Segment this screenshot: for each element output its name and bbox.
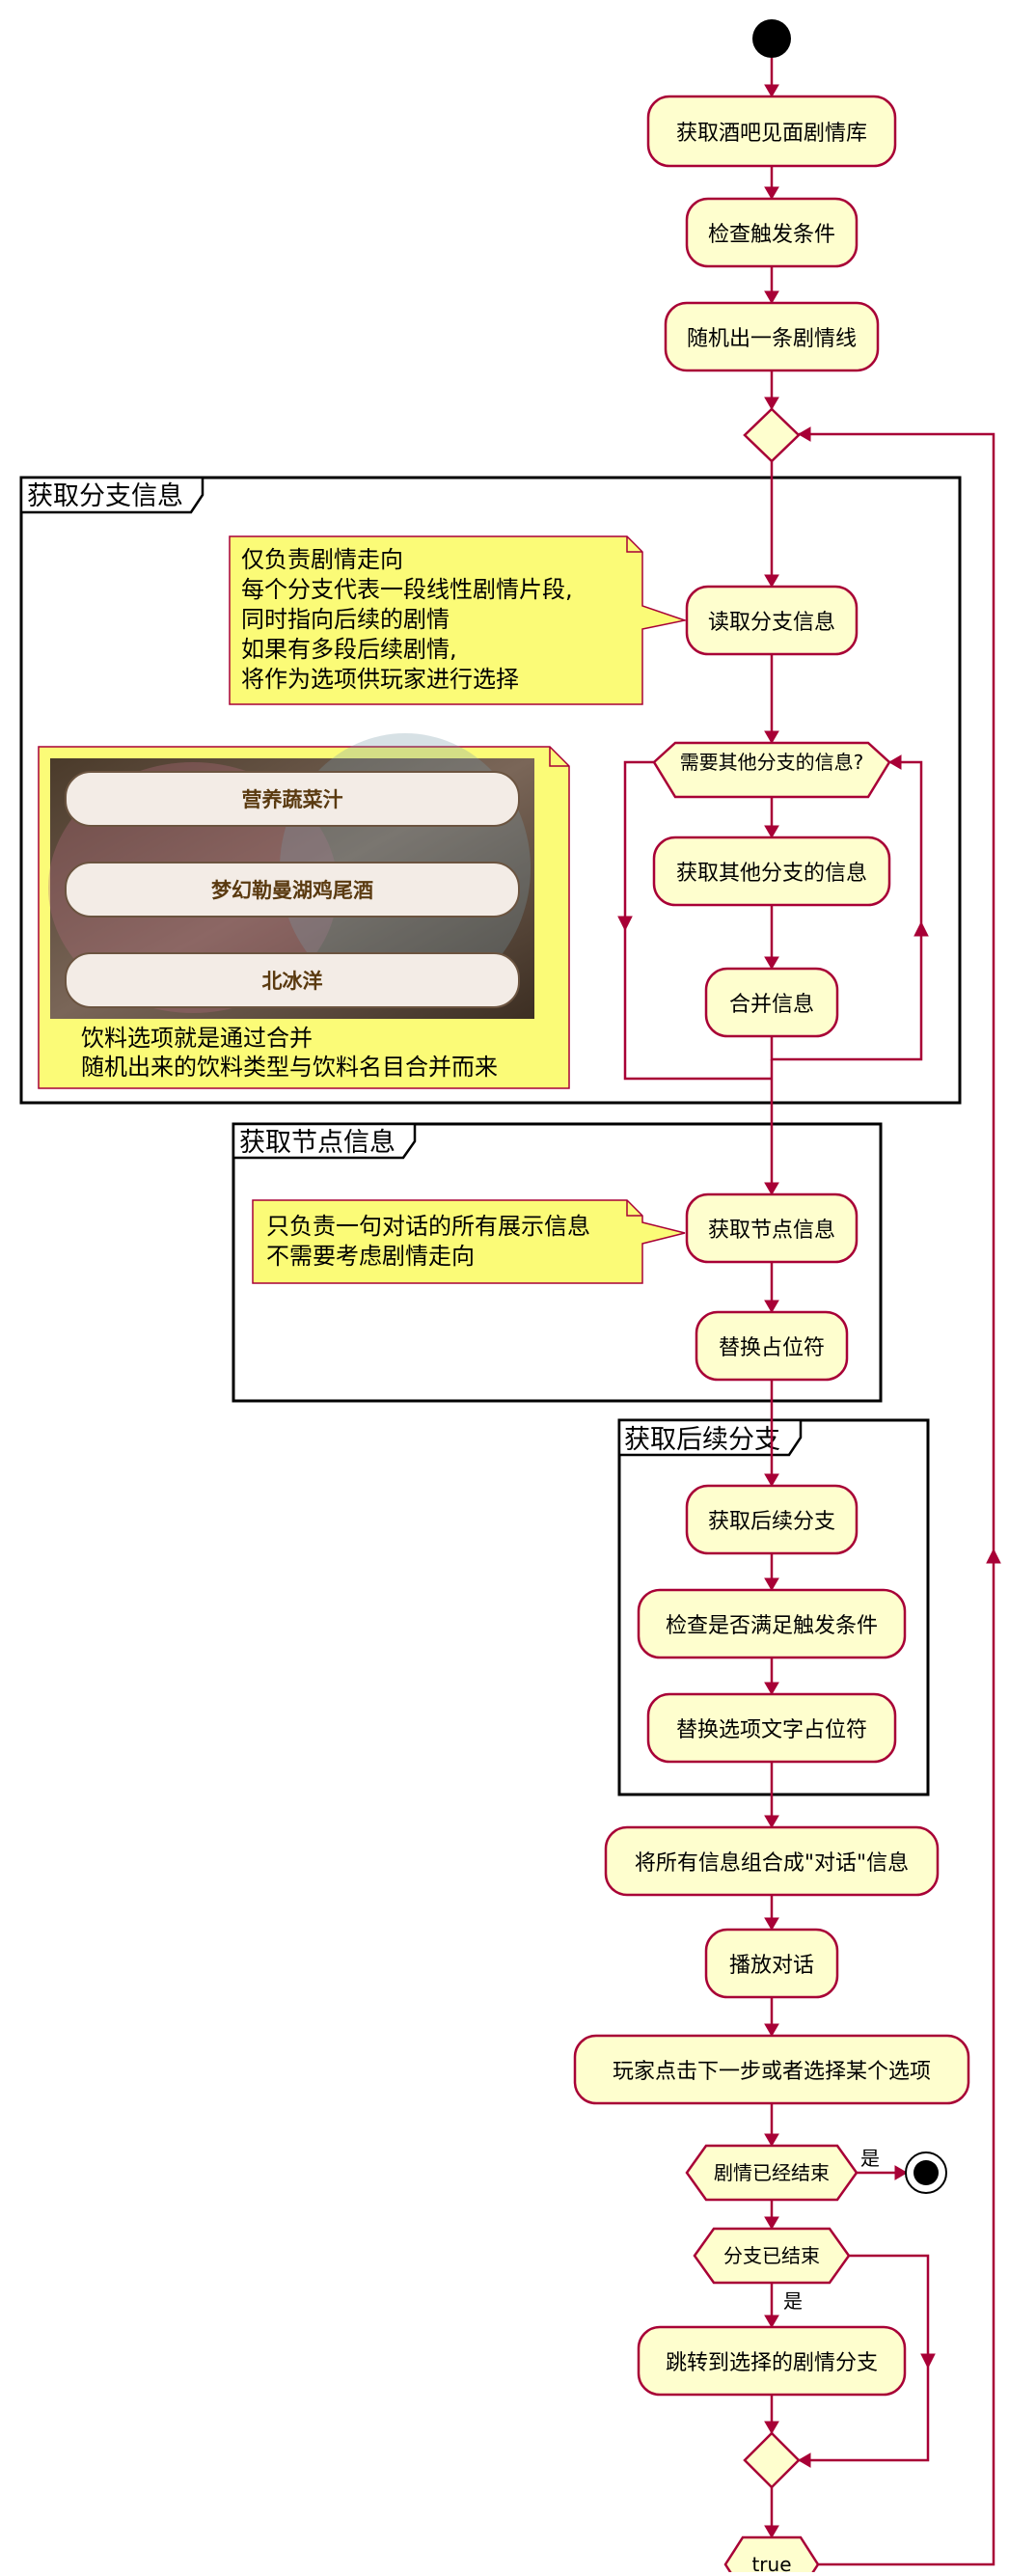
frame-node-info-title: 获取节点信息 [239,1128,395,1158]
activity-random-storyline: 随机出一条剧情线 [664,301,880,372]
activity-replace-placeholder: 替换占位符 [695,1310,849,1382]
frame-followup-branch: 获取后续分支 [617,1418,930,1796]
activity-player-action: 玩家点击下一步或者选择某个选项 [573,2034,970,2105]
svg-text:需要其他分支的信息?: 需要其他分支的信息? [680,751,864,774]
note-node-description: 只负责一句对话的所有展示信息 不需要考虑剧情走向 [252,1199,686,1284]
svg-text:如果有多段后续剧情,: 如果有多段后续剧情, [241,636,457,663]
svg-text:随机出一条剧情线: 随机出一条剧情线 [687,327,857,351]
activity-merge-info: 合并信息 [704,967,839,1038]
svg-text:玩家点击下一步或者选择某个选项: 玩家点击下一步或者选择某个选项 [613,2060,931,2084]
note-drink-options: 营养蔬菜汁 梦幻勒曼湖鸡尾酒 北冰洋 饮料选项就是通过合并 随机出来的饮料类型与… [38,733,570,1089]
activity-play-dialogue: 播放对话 [704,1928,839,1999]
svg-text:替换占位符: 替换占位符 [719,1336,825,1360]
svg-text:检查触发条件: 检查触发条件 [708,223,835,247]
note-branch-description: 仅负责剧情走向 每个分支代表一段线性剧情片段, 同时指向后续的剧情 如果有多段后… [229,535,688,705]
frame-node-info: 获取节点信息 [232,1122,883,1403]
svg-text:不需要考虑剧情走向: 不需要考虑剧情走向 [266,1243,475,1270]
svg-text:获取其他分支的信息: 获取其他分支的信息 [676,862,867,886]
activity-jump-to-branch: 跳转到选择的剧情分支 [637,2325,907,2397]
svg-text:梦幻勒曼湖鸡尾酒: 梦幻勒曼湖鸡尾酒 [211,879,373,902]
merge-diamond-branch [743,2431,801,2489]
svg-text:分支已结束: 分支已结束 [723,2244,820,2267]
end-node-icon [905,2151,947,2194]
activity-get-followup-branch: 获取后续分支 [685,1484,859,1555]
svg-text:每个分支代表一段线性剧情片段,: 每个分支代表一段线性剧情片段, [241,576,573,603]
activity-read-branch-info: 读取分支信息 [685,585,859,656]
arrowheads [617,84,1001,2538]
start-node-icon [752,19,791,58]
svg-text:北冰洋: 北冰洋 [262,970,323,993]
svg-text:获取节点信息: 获取节点信息 [708,1219,835,1243]
svg-text:播放对话: 播放对话 [729,1954,814,1978]
svg-text:true: true [751,2553,791,2572]
svg-text:同时指向后续的剧情: 同时指向后续的剧情 [241,606,450,633]
decision-loop-true: true [723,2535,820,2576]
svg-text:饮料选项就是通过合并: 饮料选项就是通过合并 [81,1025,313,1052]
decision-branch-ended: 分支已结束 [693,2227,851,2285]
thumbnail-option-3: 北冰洋 [65,952,520,1008]
activity-get-story-library: 获取酒吧见面剧情库 [646,95,897,168]
svg-text:将作为选项供玩家进行选择: 将作为选项供玩家进行选择 [241,666,519,693]
svg-text:仅负责剧情走向: 仅负责剧情走向 [241,546,403,573]
svg-text:剧情已经结束: 剧情已经结束 [714,2161,830,2184]
frame-branch-info-title: 获取分支信息 [27,481,183,511]
activity-get-other-branch-info: 获取其他分支的信息 [652,836,891,907]
svg-text:替换选项文字占位符: 替换选项文字占位符 [676,1718,867,1742]
thumbnail-option-2: 梦幻勒曼湖鸡尾酒 [65,862,520,918]
svg-text:营养蔬菜汁: 营养蔬菜汁 [242,788,343,811]
svg-text:读取分支信息: 读取分支信息 [708,611,835,635]
merge-diamond-loop [743,407,801,463]
thumbnail-option-1: 营养蔬菜汁 [65,771,520,827]
activity-check-trigger: 检查触发条件 [685,197,859,268]
decision-need-other-branch: 需要其他分支的信息? [652,741,891,799]
svg-text:跳转到选择的剧情分支: 跳转到选择的剧情分支 [666,2351,878,2375]
frame-followup-branch-title: 获取后续分支 [624,1425,780,1455]
activity-compose-dialogue: 将所有信息组合成"对话"信息 [604,1825,940,1897]
activity-replace-option-text: 替换选项文字占位符 [646,1692,897,1764]
decision-story-ended: 剧情已经结束 [685,2144,859,2202]
activity-get-node-info: 获取节点信息 [685,1192,859,1264]
svg-text:合并信息: 合并信息 [729,993,814,1017]
drink-options-thumbnail: 营养蔬菜汁 梦幻勒曼湖鸡尾酒 北冰洋 [48,733,534,1019]
label-yes-branch-ended: 是 [783,2289,803,2313]
svg-text:获取后续分支: 获取后续分支 [708,1510,835,1534]
svg-text:只负责一句对话的所有展示信息: 只负责一句对话的所有展示信息 [266,1213,590,1240]
activity-check-trigger-satisfied: 检查是否满足触发条件 [637,1588,907,1659]
svg-text:随机出来的饮料类型与饮料名目合并而来: 随机出来的饮料类型与饮料名目合并而来 [81,1054,498,1081]
label-yes-story-ended: 是 [860,2147,880,2170]
svg-text:将所有信息组合成"对话"信息: 将所有信息组合成"对话"信息 [635,1851,909,1876]
svg-text:获取酒吧见面剧情库: 获取酒吧见面剧情库 [676,122,867,146]
frame-branch-info: 获取分支信息 [19,476,962,1105]
svg-text:检查是否满足触发条件: 检查是否满足触发条件 [666,1614,878,1638]
